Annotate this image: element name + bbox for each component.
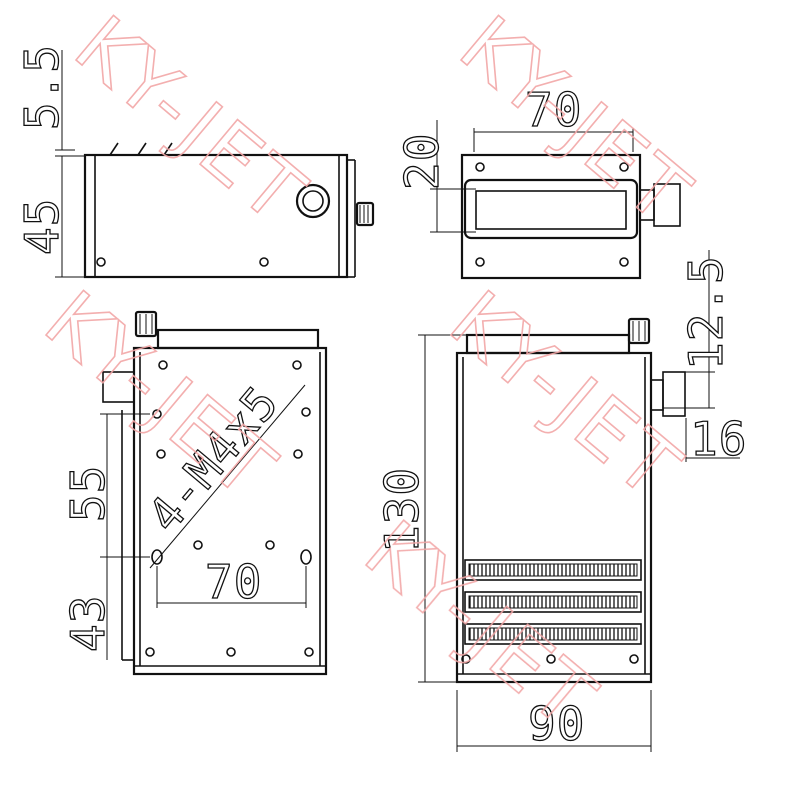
screw-icon (145, 647, 155, 657)
mount-hole-icon (152, 409, 162, 419)
dim-front-hole-vertical: 55 (61, 465, 115, 522)
front-view-connector (134, 310, 158, 338)
screw-icon (156, 449, 166, 459)
screw-icon (629, 654, 639, 664)
rear-view-body (455, 351, 653, 684)
led-array (475, 190, 627, 230)
screw-icon (619, 162, 629, 172)
dim-front-lower-offset: 43 (61, 595, 115, 652)
screw-icon (158, 360, 168, 370)
screw-icon (475, 257, 485, 267)
side-view-connector (355, 201, 375, 227)
watermark-text: KY-JET (348, 503, 614, 747)
screw-icon (304, 647, 314, 657)
screw-icon (293, 449, 303, 459)
dim-front-hole-horizontal: 70 (205, 555, 262, 609)
side-view-round-port (295, 183, 331, 219)
side-view: 5.5 45 (14, 43, 375, 279)
screw-icon (259, 257, 269, 267)
screw-icon (301, 407, 311, 417)
front-view-top-cap (156, 328, 320, 350)
screw-icon (226, 647, 236, 657)
front-view-cable-gland (102, 371, 135, 403)
screw-icon (292, 360, 302, 370)
screw-icon (193, 540, 203, 550)
watermark-text: KY-JET (433, 273, 699, 517)
screw-icon (461, 654, 471, 664)
watermark-text: KY-JET (58, 0, 324, 243)
top-view: 70 20 (394, 82, 681, 280)
dim-rear-cable-length: 16 (690, 412, 747, 466)
screw-icon (475, 162, 485, 172)
screw-icon (546, 654, 556, 664)
mount-hole-icon (300, 549, 312, 565)
dim-side-top-gap: 5.5 (15, 44, 69, 130)
top-view-window-frame (463, 178, 639, 240)
rear-view-connector (627, 317, 651, 345)
dim-side-height: 45 (15, 198, 69, 255)
side-view-body (83, 153, 349, 279)
dim-rear-cable-offset: 12.5 (679, 255, 733, 370)
rear-view-cable-gland (650, 379, 664, 411)
mount-hole-icon (151, 549, 163, 565)
dim-rear-height: 130 (375, 467, 429, 553)
screw-icon (265, 540, 275, 550)
dim-rear-width: 90 (528, 697, 585, 751)
watermark-text: KY-JET (443, 0, 709, 243)
rear-view: 130 90 12.5 16 (374, 250, 747, 752)
side-view-fins (109, 142, 173, 156)
screw-icon (96, 257, 106, 267)
front-view-body (132, 346, 328, 676)
dim-top-depth: 20 (395, 133, 449, 190)
screw-icon (619, 257, 629, 267)
dim-top-width: 70 (525, 83, 582, 137)
rear-view-vents (464, 559, 642, 645)
